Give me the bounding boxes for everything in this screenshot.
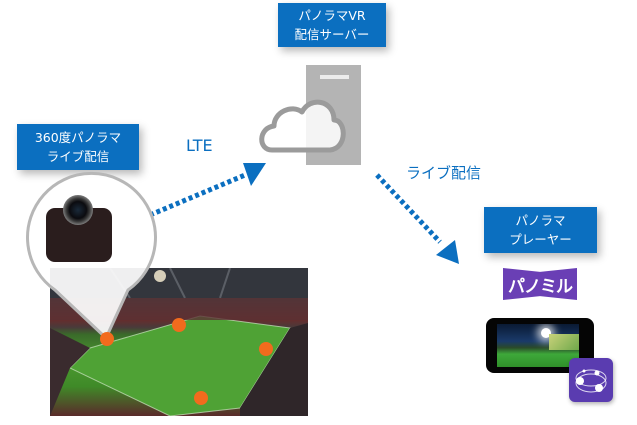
camera-marker [259,342,273,356]
panomil-logo-text: パノミル [508,276,573,297]
player-label-line1: パノラマ [515,213,566,228]
lte-label: LTE [186,136,213,155]
panomil-logo: パノミル [503,268,577,300]
player-label: パノラマ プレーヤー [484,207,597,253]
live-stream-arrow-line [375,173,442,244]
server-label-line2: 配信サーバー [294,27,370,42]
stadium-light [541,328,551,338]
app-icon-glyph [575,369,607,393]
camera-label: 360度パノラマ ライブ配信 [17,124,139,170]
camera-label-line1: 360度パノラマ [34,130,122,145]
camera-marker [172,318,186,332]
camera-lens [63,195,93,225]
camera-label-line2: ライブ配信 [46,149,110,164]
lte-arrow-line [149,172,246,218]
server-label: パノラマVR 配信サーバー [278,3,386,47]
player-label-line2: プレーヤー [509,232,572,247]
live-stream-label: ライブ配信 [406,164,482,182]
lte-arrow-head [243,163,266,186]
stand [549,334,579,350]
server-slot [320,75,349,79]
stadium-photo [50,268,308,416]
server-label-line1: パノラマVR [298,8,366,23]
smartphone-screen [497,324,579,367]
camera-marker [194,391,208,405]
live-stream-arrow-head [436,240,459,264]
panomil-app-icon [569,358,613,402]
camera-marker [100,332,114,346]
